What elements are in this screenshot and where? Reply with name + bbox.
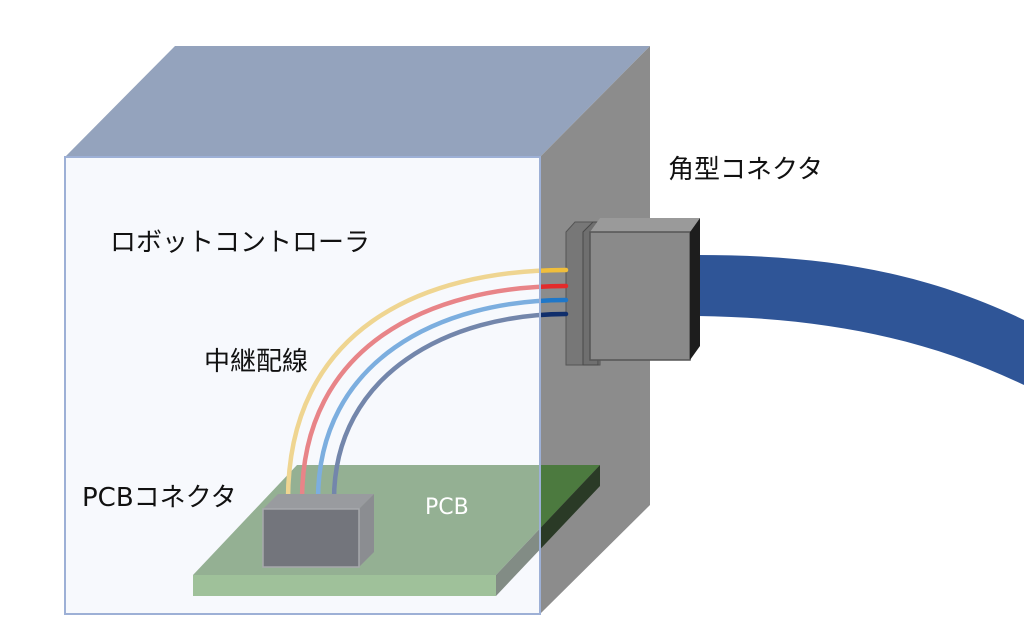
wire-yellow — [285, 267, 569, 503]
label-pcb: PCB — [425, 495, 469, 520]
pcb-side-face — [496, 465, 600, 596]
label-pcb-connector: PCBコネクタ — [82, 483, 237, 513]
pcb-connector-top — [263, 494, 374, 509]
label-controller: ロボットコントローラ — [110, 228, 370, 258]
pcb-front-face — [193, 575, 496, 596]
relay-wiring — [285, 267, 569, 503]
label-relay-wiring: 中継配線 — [204, 347, 308, 377]
controller-box-top — [65, 46, 650, 157]
square-connector-top — [590, 218, 700, 232]
wire-red — [299, 283, 569, 503]
wire-blue — [315, 297, 569, 503]
controller-box-front — [64, 156, 541, 615]
pcb-connector-face — [262, 508, 360, 568]
label-square-connector: 角型コネクタ — [668, 155, 823, 185]
square-connector-body — [589, 231, 691, 361]
square-connector-dark-side — [690, 218, 700, 360]
external-cable — [698, 255, 1024, 385]
pcb-connector-side — [359, 494, 374, 567]
wire-navy — [331, 311, 569, 503]
